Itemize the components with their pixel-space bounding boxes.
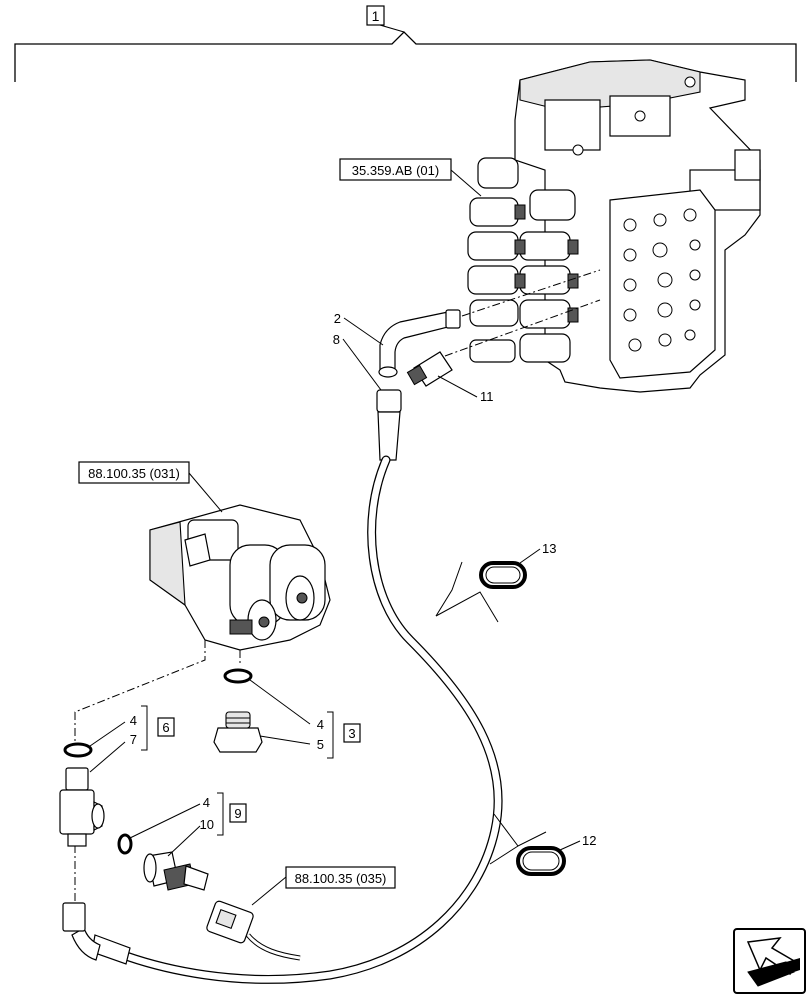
control-valve-ref-box[interactable]: 35.359.AB (01) <box>339 158 452 181</box>
solenoid-ref-box[interactable]: 88.100.35 (031) <box>78 461 190 484</box>
kit-9-box[interactable]: 9 <box>229 803 247 823</box>
callout-2: 2 <box>334 311 341 326</box>
callout-4-plug: 4 <box>317 717 324 732</box>
control-valve-block[interactable] <box>444 59 761 393</box>
callout-8: 8 <box>333 332 340 347</box>
callout-4-tee: 4 <box>130 713 137 728</box>
callout-12: 12 <box>582 833 596 848</box>
control-valve-ref: 35.359.AB (01) <box>352 163 439 178</box>
solenoid-ref: 88.100.35 (031) <box>88 466 180 481</box>
solenoid-valve-assembly[interactable] <box>149 504 331 651</box>
arrow-nav-icon[interactable] <box>733 928 806 994</box>
assembly-number: 1 <box>372 8 380 24</box>
callout-4-sensor: 4 <box>203 795 210 810</box>
plug[interactable] <box>213 711 263 753</box>
tee-fitting[interactable] <box>59 767 105 847</box>
o-ring-left[interactable] <box>63 742 93 758</box>
kit-3-box[interactable]: 3 <box>343 723 361 743</box>
seal-ring-13[interactable] <box>479 561 527 589</box>
o-ring-upper[interactable] <box>223 668 253 684</box>
kit-6: 6 <box>162 720 169 735</box>
seal-ring-12[interactable] <box>516 846 566 876</box>
callout-7: 7 <box>130 732 137 747</box>
kit-3: 3 <box>348 726 355 741</box>
callout-10: 10 <box>200 817 214 832</box>
o-ring-sensor[interactable] <box>117 833 133 855</box>
hose-assembly[interactable] <box>62 389 503 984</box>
sensor-connector[interactable] <box>206 900 301 961</box>
callout-11: 11 <box>480 389 494 404</box>
assembly-number-box[interactable]: 1 <box>366 5 385 26</box>
pressure-switch[interactable] <box>143 851 209 891</box>
kit-9: 9 <box>234 806 241 821</box>
elbow-fitting[interactable] <box>378 309 461 378</box>
sensor-ref-box[interactable]: 88.100.35 (035) <box>285 866 396 889</box>
callout-13: 13 <box>542 541 556 556</box>
adapter-fitting[interactable] <box>406 351 453 387</box>
kit-6-box[interactable]: 6 <box>157 717 175 737</box>
sensor-ref: 88.100.35 (035) <box>295 871 387 886</box>
callout-5: 5 <box>317 737 324 752</box>
